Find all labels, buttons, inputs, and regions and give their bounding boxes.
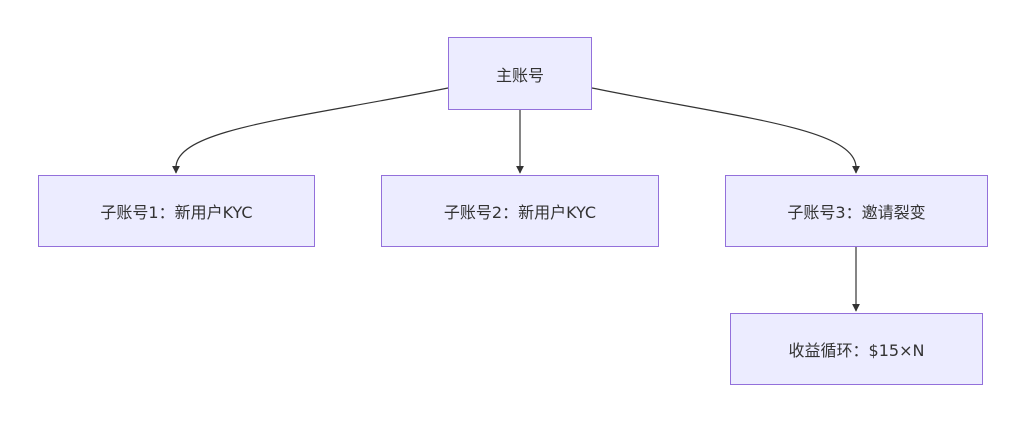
node-sub-account-3-label: 子账号3：邀请裂变 xyxy=(787,203,926,222)
node-sub-account-2-label: 子账号2：新用户KYC xyxy=(443,203,597,222)
edge-main-to-sub1 xyxy=(172,87,449,174)
node-sub-account-2: 子账号2：新用户KYC xyxy=(381,175,659,247)
node-sub-account-3: 子账号3：邀请裂变 xyxy=(725,175,988,247)
node-sub-account-1-label: 子账号1：新用户KYC xyxy=(100,203,253,222)
node-main-account-label: 主账号 xyxy=(495,65,544,85)
node-main-account: 主账号 xyxy=(448,37,592,110)
node-revenue-loop: 收益循环：$15×N xyxy=(730,313,983,385)
node-sub-account-1: 子账号1：新用户KYC xyxy=(38,175,315,247)
edge-main-to-sub3 xyxy=(591,87,860,174)
node-revenue-loop-label: 收益循环：$15×N xyxy=(788,341,925,360)
